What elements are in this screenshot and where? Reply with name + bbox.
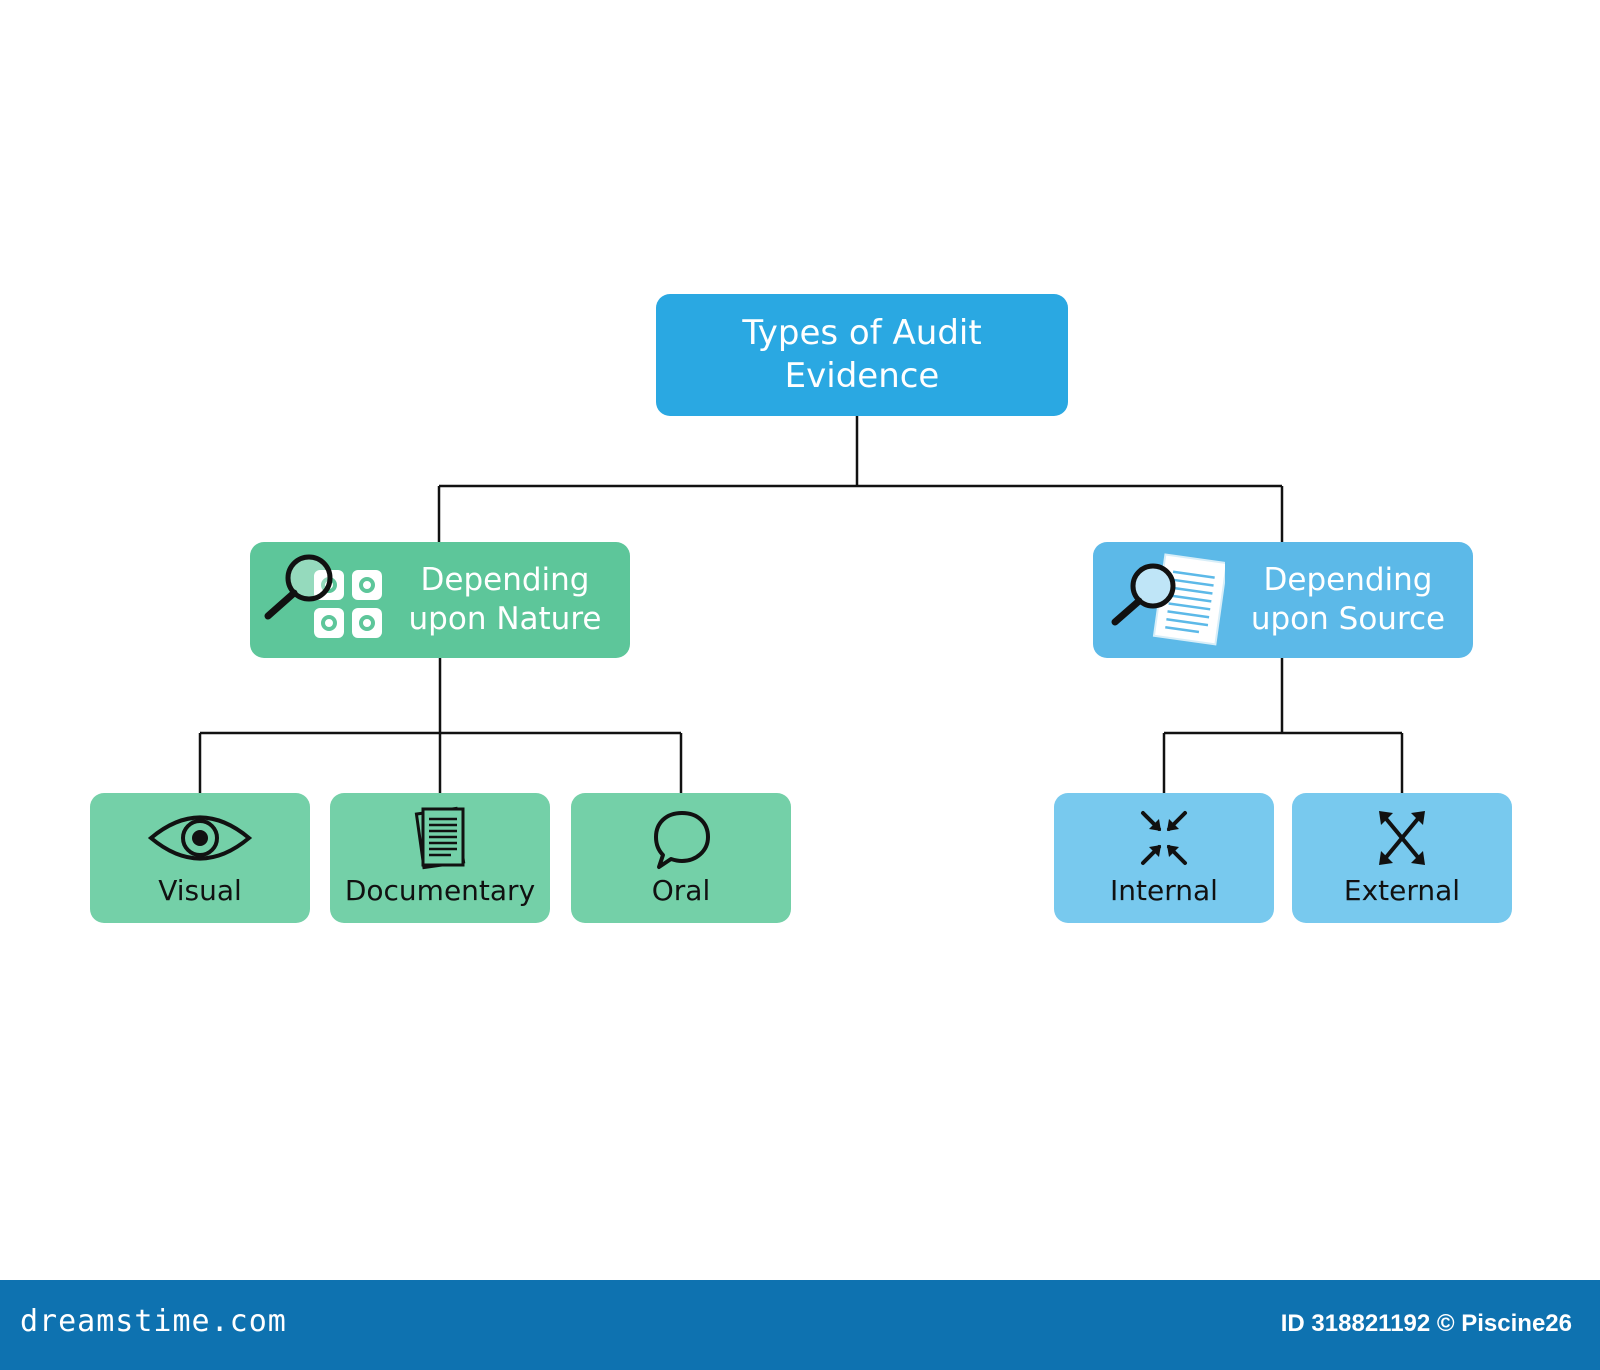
leaf-external-label: External xyxy=(1343,874,1461,907)
leaf-documentary-label: Documentary xyxy=(344,874,536,907)
root-node: Types of Audit Evidence xyxy=(656,294,1068,416)
footer-credit: ID 318821192 © Piscine26 xyxy=(1280,1310,1572,1337)
documents-icon xyxy=(414,806,466,870)
leaf-external: External xyxy=(1292,793,1512,923)
arrows-outward-icon xyxy=(1379,811,1425,865)
leaf-documentary: Documentary xyxy=(330,793,550,923)
leaf-internal: Internal xyxy=(1054,793,1274,923)
branch-nature: Depending upon Nature xyxy=(250,542,630,658)
branch-source: Depending upon Source xyxy=(1093,542,1473,658)
branch-nature-label: Depending upon Nature xyxy=(408,562,602,637)
leaf-visual: Visual xyxy=(90,793,310,923)
footer-brand: dreamstime.com xyxy=(20,1304,287,1339)
speech-bubble-icon xyxy=(654,811,710,869)
leaf-internal-label: Internal xyxy=(1110,874,1218,907)
root-label: Types of Audit Evidence xyxy=(742,313,982,396)
magnifier-document-icon xyxy=(1111,553,1225,646)
branch-source-label: Depending upon Source xyxy=(1250,562,1446,637)
eye-icon xyxy=(147,815,253,861)
magnifier-gears-icon xyxy=(264,554,382,638)
leaf-oral: Oral xyxy=(571,793,791,923)
arrows-inward-icon xyxy=(1141,811,1187,865)
footer-bar: dreamstime.com ID 318821192 © Piscine26 xyxy=(0,1280,1600,1370)
leaf-oral-label: Oral xyxy=(651,874,711,907)
leaf-visual-label: Visual xyxy=(158,874,242,907)
